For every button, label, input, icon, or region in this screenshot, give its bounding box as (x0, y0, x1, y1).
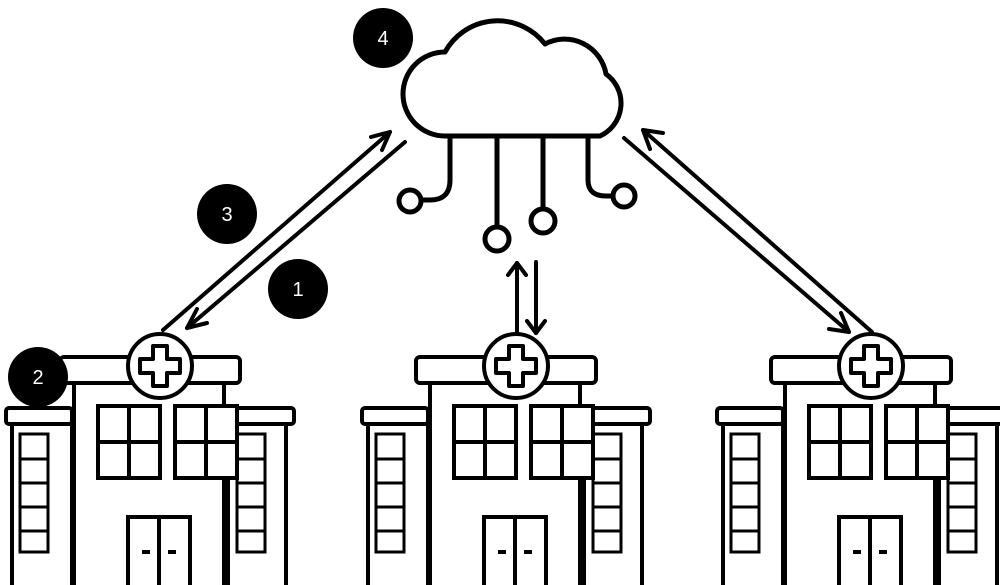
arrow-cloud-to-middle-hospital (525, 260, 547, 335)
cloud-network-icon (396, 18, 638, 254)
step-badge-1: 1 (268, 259, 328, 319)
step-badge-4: 4 (353, 8, 413, 68)
arrow-cloud-to-right-hospital (622, 136, 851, 334)
arrow-left-hospital-to-cloud (161, 130, 392, 332)
arrow-middle-hospital-to-cloud (506, 261, 528, 334)
step-label: 4 (377, 28, 388, 50)
hospital-building-icon (715, 332, 1000, 585)
step-label: 1 (292, 279, 303, 301)
step-badge-2: 2 (8, 347, 68, 407)
arrow-right-hospital-to-cloud (641, 128, 874, 334)
step-badge-3: 3 (197, 184, 257, 244)
step-label: 2 (32, 367, 43, 389)
arrow-cloud-to-left-hospital (185, 140, 407, 330)
hospital-building-icon (360, 332, 652, 585)
step-label: 3 (221, 204, 232, 226)
